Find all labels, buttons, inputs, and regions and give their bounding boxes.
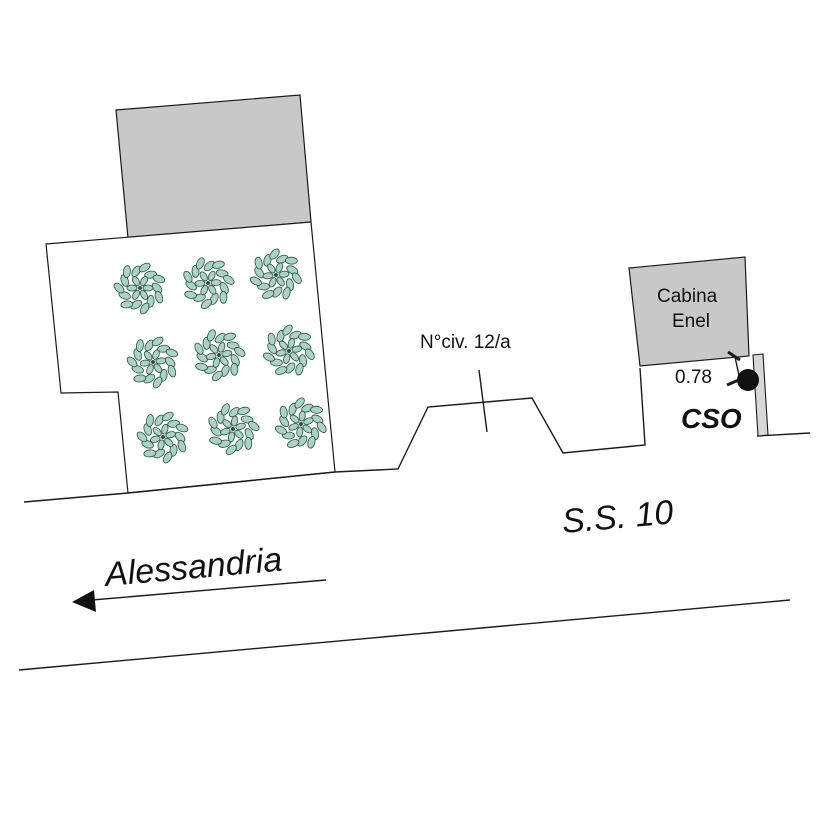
shrub-icon bbox=[183, 257, 235, 310]
direction-arrow-icon bbox=[72, 590, 96, 612]
road-edge-south bbox=[18, 599, 791, 671]
road-label: S.S. 10 bbox=[560, 493, 674, 541]
cabina-label-line2: Enel bbox=[672, 311, 710, 332]
cabina-label-line1: Cabina bbox=[657, 286, 718, 307]
shrub-icon bbox=[208, 403, 260, 455]
shrub-icon bbox=[136, 411, 189, 464]
shrub-icon bbox=[262, 324, 315, 376]
distance-label: 0.78 bbox=[675, 367, 712, 388]
building-north bbox=[115, 94, 312, 239]
shrub-icon bbox=[249, 248, 302, 300]
utility-pole-strip bbox=[752, 353, 769, 437]
cabina-enel-building bbox=[628, 256, 750, 367]
house-number-label: N°civ. 12/a bbox=[420, 332, 511, 353]
tree-grid bbox=[113, 248, 327, 464]
shrub-icon bbox=[194, 329, 246, 382]
house-number-marker bbox=[478, 369, 488, 433]
road-edge-north bbox=[23, 367, 646, 503]
cso-label: CSO bbox=[681, 403, 742, 434]
shrub-icon bbox=[274, 397, 327, 449]
shrub-icon bbox=[113, 262, 166, 315]
direction-arrow-line bbox=[91, 579, 327, 601]
cso-marker-icon bbox=[737, 369, 759, 391]
